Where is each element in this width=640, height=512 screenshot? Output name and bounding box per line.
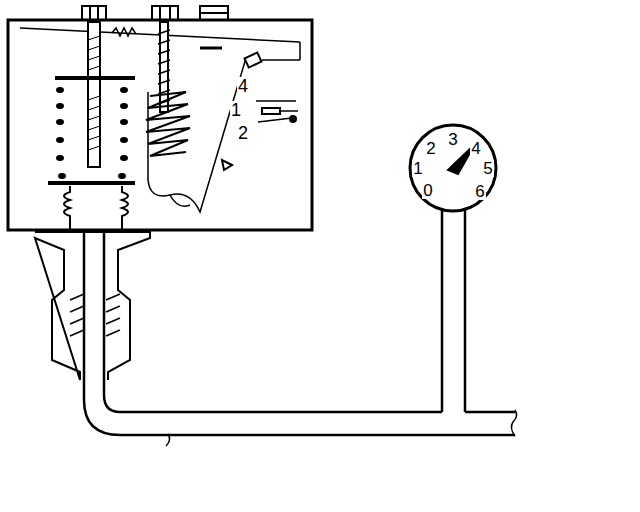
contact-arm <box>148 58 246 212</box>
contact-number: 4 <box>237 77 249 95</box>
gauge-scale-number: 5 <box>482 160 493 177</box>
contact-1 <box>262 108 280 114</box>
pressure-tube <box>84 232 515 435</box>
lever-spring <box>112 28 136 36</box>
gauge-stem <box>441 210 444 412</box>
gauge-scale-number: 4 <box>470 140 481 157</box>
main-spring <box>56 87 128 179</box>
screw-cap <box>200 6 228 20</box>
spring-plate <box>55 76 135 80</box>
screw-cap <box>152 6 178 20</box>
contact-number: 1 <box>230 101 242 119</box>
screw-cap <box>82 6 106 20</box>
gauge-scale-number: 1 <box>412 160 423 177</box>
range-rod <box>88 22 100 167</box>
gauge-scale-number: 2 <box>425 140 436 157</box>
bellows <box>64 186 70 230</box>
gauge-scale-number: 0 <box>422 182 433 199</box>
gauge-scale-number: 3 <box>447 131 458 148</box>
pipe-fitting <box>35 232 150 380</box>
differential-rod <box>160 22 168 112</box>
spring-plate <box>48 181 135 185</box>
gauge-scale-number: 6 <box>474 183 485 200</box>
arrow-head <box>222 160 232 170</box>
contact-block <box>245 53 262 68</box>
contact-4 <box>256 100 296 102</box>
contact-number: 2 <box>237 124 249 142</box>
differential-spring <box>146 92 190 156</box>
switch-housing <box>8 20 312 230</box>
pressure-gauge <box>410 125 496 211</box>
contact-2 <box>258 118 292 122</box>
